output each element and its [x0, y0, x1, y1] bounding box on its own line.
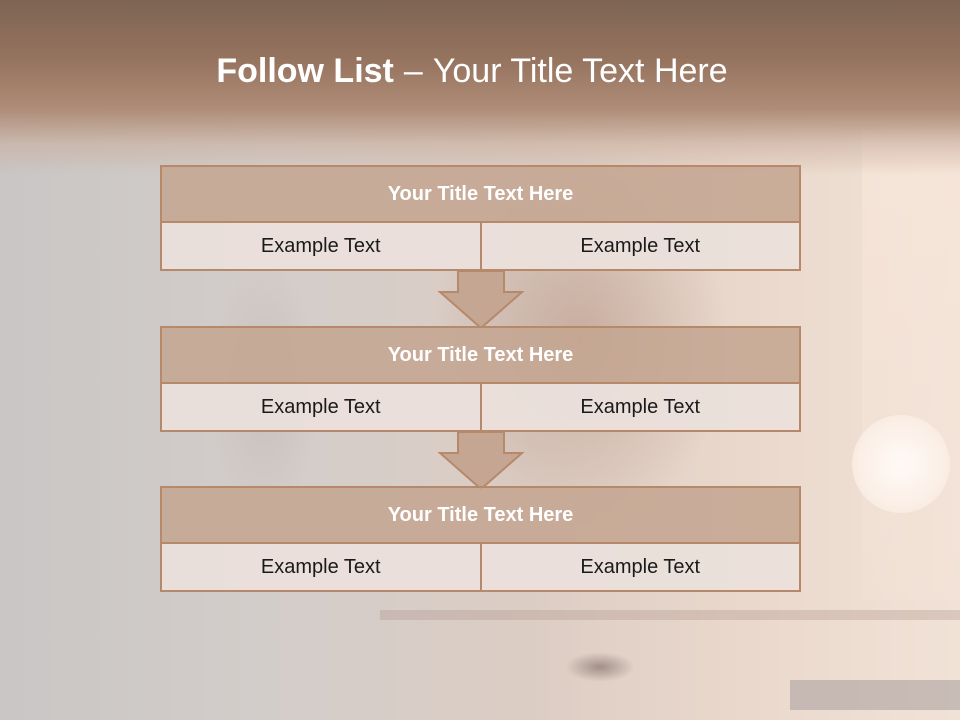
block-title: Your Title Text Here	[160, 165, 801, 221]
block-title: Your Title Text Here	[160, 326, 801, 382]
follow-block-3: Your Title Text Here Example Text Exampl…	[160, 486, 801, 592]
slide-title-separator: –	[403, 52, 423, 90]
slide-title: Follow List–Your Title Text Here	[0, 52, 944, 91]
block-cell-left: Example Text	[160, 542, 482, 592]
background-photo-device	[790, 680, 960, 710]
down-arrow-icon	[437, 431, 525, 491]
block-cell-left: Example Text	[160, 221, 482, 271]
background-photo-window	[862, 130, 960, 600]
block-cell-left: Example Text	[160, 382, 482, 432]
slide-title-rest: Your Title Text Here	[432, 52, 728, 90]
follow-block-2: Your Title Text Here Example Text Exampl…	[160, 326, 801, 432]
block-cell-right: Example Text	[481, 542, 801, 592]
background-photo-edge	[380, 610, 960, 620]
background-photo-light	[852, 415, 950, 513]
follow-block-1: Your Title Text Here Example Text Exampl…	[160, 165, 801, 271]
header-band	[0, 0, 960, 175]
block-row: Example Text Example Text	[160, 382, 801, 432]
block-title: Your Title Text Here	[160, 486, 801, 542]
down-arrow-icon	[437, 270, 525, 330]
block-row: Example Text Example Text	[160, 221, 801, 271]
block-cell-right: Example Text	[481, 221, 801, 271]
background-photo-object	[565, 652, 635, 682]
block-cell-right: Example Text	[481, 382, 801, 432]
block-row: Example Text Example Text	[160, 542, 801, 592]
slide-title-bold: Follow List	[216, 52, 394, 90]
